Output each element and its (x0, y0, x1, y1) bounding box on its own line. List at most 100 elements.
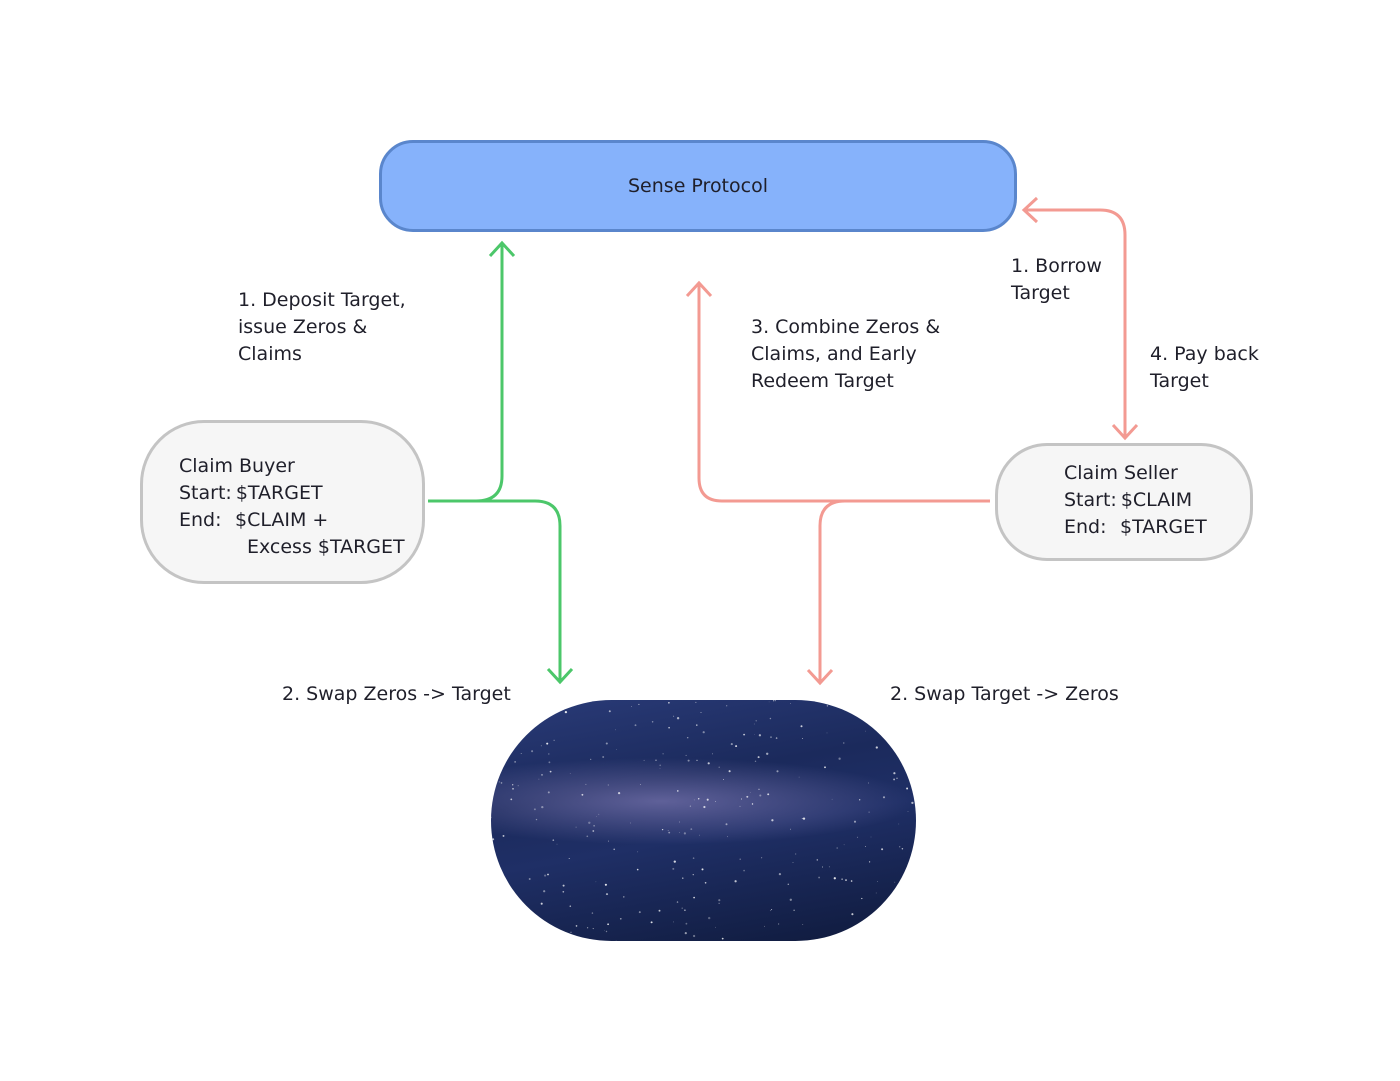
star (901, 914, 904, 916)
star (876, 881, 878, 882)
star (739, 858, 741, 861)
deposit-label: 1. Deposit Target, issue Zeros & Claims (238, 289, 406, 365)
star (822, 866, 823, 868)
star (500, 736, 503, 739)
star (619, 917, 622, 920)
star (593, 824, 595, 827)
star (715, 801, 716, 803)
star (605, 742, 608, 745)
star (494, 781, 497, 783)
claim-seller-title: Claim Seller (1064, 462, 1178, 484)
star (793, 909, 795, 911)
star (868, 861, 871, 863)
star (616, 749, 617, 750)
star (766, 752, 769, 755)
star (739, 805, 741, 807)
star (775, 737, 778, 739)
star (640, 784, 641, 785)
star (608, 840, 609, 842)
star (761, 857, 763, 859)
star (615, 940, 617, 941)
star (682, 877, 684, 879)
star (718, 766, 720, 768)
star (707, 762, 710, 765)
star (864, 845, 866, 847)
star (547, 873, 549, 876)
star (496, 758, 498, 760)
star (861, 897, 863, 900)
star (520, 753, 522, 754)
star (636, 868, 639, 871)
star (875, 892, 877, 894)
star (728, 770, 731, 773)
star (547, 791, 550, 794)
star (569, 772, 571, 774)
star (836, 847, 838, 849)
star (899, 846, 901, 848)
star (764, 925, 765, 927)
star (758, 734, 762, 737)
star (548, 753, 550, 755)
star (668, 726, 670, 729)
star (818, 876, 821, 879)
star (787, 883, 790, 886)
swap-zeros-arrowhead (546, 667, 574, 685)
swap-target-label: 2. Swap Target -> Zeros (890, 683, 1119, 705)
star (859, 799, 861, 801)
star (520, 738, 522, 740)
star (901, 848, 904, 850)
star (740, 798, 743, 800)
claim-seller-end-val: $TARGET (1120, 516, 1207, 538)
star (569, 905, 572, 907)
star (905, 936, 907, 938)
star (911, 801, 914, 805)
star (667, 830, 669, 832)
star (586, 835, 589, 838)
star (768, 701, 770, 703)
star (706, 798, 709, 801)
star (678, 832, 680, 833)
star (801, 818, 803, 820)
star (592, 830, 595, 832)
swap-zeros-label: 2. Swap Zeros -> Target (282, 683, 511, 705)
star (898, 823, 900, 825)
star (708, 916, 711, 920)
star (735, 745, 738, 748)
star (659, 764, 662, 767)
star (802, 924, 804, 925)
star (575, 826, 577, 828)
star (531, 750, 534, 753)
star (662, 753, 664, 755)
star (500, 782, 503, 784)
star (672, 867, 675, 870)
star (851, 913, 854, 916)
star (533, 808, 536, 811)
star (903, 768, 905, 770)
claim-buyer-start: Start:$TARGET (179, 480, 422, 507)
combine-label: 3. Combine Zeros & Claims, and Early Red… (751, 316, 941, 392)
star (595, 881, 597, 883)
star (684, 932, 687, 935)
star (789, 703, 791, 704)
star (523, 911, 525, 913)
star (867, 927, 869, 930)
star (769, 717, 772, 720)
star (826, 705, 829, 707)
star (535, 818, 538, 821)
star (699, 834, 700, 836)
star (512, 784, 514, 786)
borrow-arrowhead (1021, 196, 1039, 224)
star (851, 707, 853, 708)
star (881, 848, 884, 851)
star (865, 730, 866, 732)
star (602, 756, 605, 758)
star (502, 834, 505, 837)
star (673, 921, 674, 923)
star (668, 831, 671, 834)
star (801, 738, 803, 740)
star (498, 781, 500, 783)
star (866, 710, 869, 713)
star (604, 930, 605, 931)
star (562, 890, 565, 893)
